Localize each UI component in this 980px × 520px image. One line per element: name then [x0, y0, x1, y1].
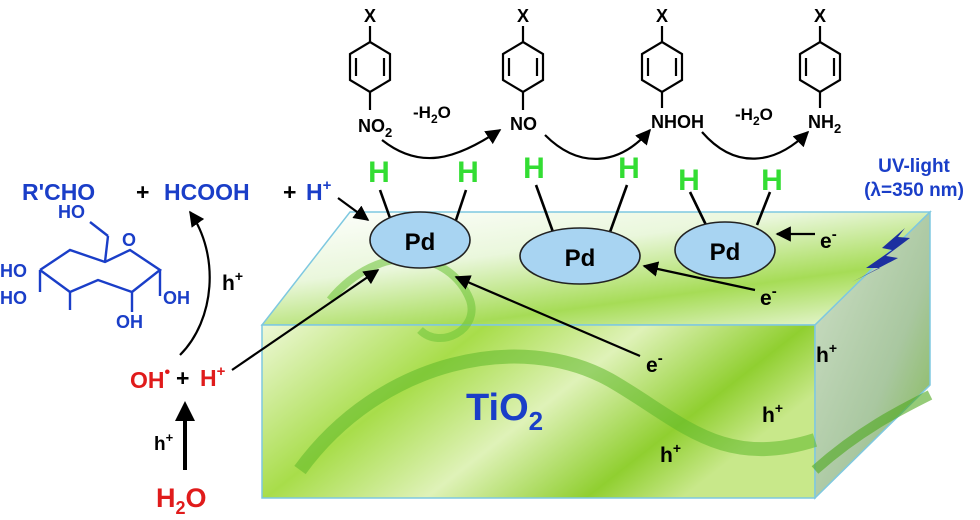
- svg-text:NHOH: NHOH: [651, 112, 704, 132]
- svg-text:NO: NO: [510, 114, 537, 134]
- arrow-nitroso-to-hydroxylamine: [544, 128, 652, 160]
- h-atom: H: [523, 152, 545, 185]
- svg-text:H+: H+: [200, 363, 226, 391]
- h-atom: H: [368, 156, 390, 189]
- leaf-swirl-3: [811, 390, 933, 474]
- leaf-swirl: [294, 349, 818, 475]
- electron-transfer: e- e- e-: [454, 226, 837, 377]
- step-label-dehydration-1: -H2O: [413, 103, 451, 126]
- svg-text:X: X: [364, 6, 376, 26]
- hole-label: h+: [660, 440, 681, 467]
- oxidation-products: R'CHO + HCOOH + H+: [22, 177, 332, 205]
- radical-products: OH• + H+: [130, 363, 226, 393]
- arrow-hydroxylamine-to-aniline: [701, 130, 810, 160]
- arrow-proton-to-pd-lower: [231, 269, 380, 371]
- molecule-nitroso: X NO: [501, 6, 545, 134]
- svg-text:O: O: [122, 230, 136, 250]
- svg-text:+: +: [283, 179, 296, 205]
- svg-text:HO: HO: [0, 261, 27, 281]
- svg-text:X: X: [814, 6, 826, 26]
- svg-text:NO2: NO2: [358, 116, 392, 140]
- svg-text:X: X: [517, 6, 529, 26]
- molecule-hydroxylamine: X NHOH: [640, 6, 704, 132]
- electron-label: e-: [760, 283, 777, 310]
- pd-label: Pd: [710, 239, 741, 266]
- rcho-label: R'CHO: [22, 179, 95, 205]
- svg-text:HO: HO: [58, 202, 85, 222]
- svg-text:OH•: OH•: [130, 364, 171, 393]
- arrow-proton-to-pd: [337, 197, 370, 221]
- arrow-nitro-to-nitroso: [381, 129, 502, 160]
- svg-text:NH2: NH2: [808, 112, 841, 136]
- h-atom: H: [761, 164, 783, 197]
- molecule-nitro: X NO2: [348, 6, 392, 140]
- svg-text:X: X: [656, 6, 668, 26]
- pd-particle-2: Pd H H: [519, 152, 641, 285]
- hole-label: h+: [154, 430, 174, 455]
- svg-text:+: +: [176, 365, 189, 391]
- h-atom: H: [678, 164, 700, 197]
- arrow-glucose-oxidation: [179, 210, 211, 356]
- molecule-aniline: X NH2: [798, 6, 841, 136]
- svg-text:+: +: [136, 179, 149, 205]
- water-label: H2O: [156, 483, 207, 518]
- hole-label: h+: [762, 400, 783, 427]
- hole-label: h+: [816, 340, 837, 367]
- hole-label: h+: [222, 268, 243, 295]
- pd-particle-3: Pd H H: [674, 164, 783, 279]
- pd-particle-1: Pd H H: [368, 156, 479, 269]
- pd-label: Pd: [565, 245, 596, 272]
- uv-wavelength-label: (λ=350 nm): [864, 180, 964, 201]
- h-atom: H: [618, 152, 640, 185]
- electron-label: e-: [820, 226, 837, 253]
- electron-label: e-: [646, 350, 663, 377]
- hcooh-label: HCOOH: [164, 179, 250, 205]
- glucose-structure: HO O HO HO OH OH: [0, 202, 190, 332]
- svg-text:HO: HO: [0, 288, 27, 308]
- lightning-bolt-icon: [852, 228, 910, 282]
- leaf-swirl-2: [326, 254, 476, 343]
- pd-label: Pd: [405, 229, 436, 256]
- tio2-label: TiO2: [466, 387, 543, 436]
- svg-text:OH: OH: [163, 288, 190, 308]
- step-label-dehydration-2: -H2O: [735, 105, 773, 128]
- proton-label: H+: [306, 177, 332, 205]
- svg-text:OH: OH: [116, 312, 143, 332]
- h-atom: H: [457, 156, 479, 189]
- uv-light-label: UV-light: [878, 156, 950, 177]
